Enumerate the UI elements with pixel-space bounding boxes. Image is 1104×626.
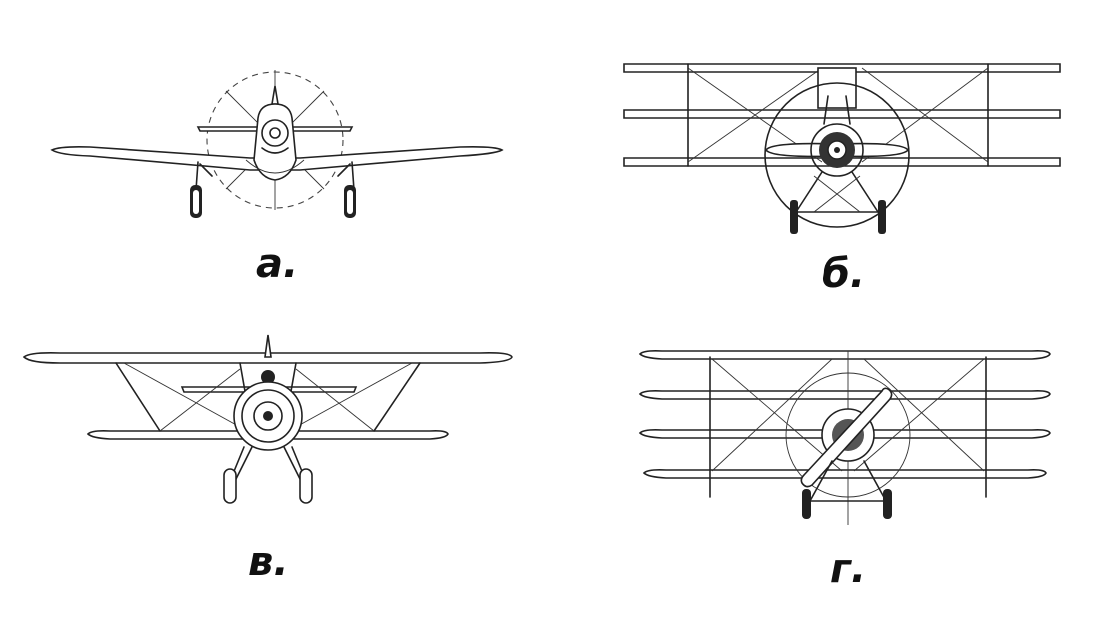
figure-label-v: в. — [248, 539, 289, 585]
figure-b: б. — [552, 0, 1104, 313]
figure-g: г. — [552, 313, 1104, 626]
triplane-drawing — [623, 63, 1061, 234]
quadruplane-drawing — [638, 350, 1051, 525]
figure-v: в. — [0, 313, 552, 626]
biplane-drawing — [22, 334, 513, 504]
figure-label-g: г. — [830, 546, 867, 592]
figure-label-b: б. — [822, 251, 866, 297]
figure-label-a: а. — [256, 241, 299, 287]
monoplane-drawing — [50, 70, 504, 218]
figure-a: а. — [0, 0, 552, 313]
